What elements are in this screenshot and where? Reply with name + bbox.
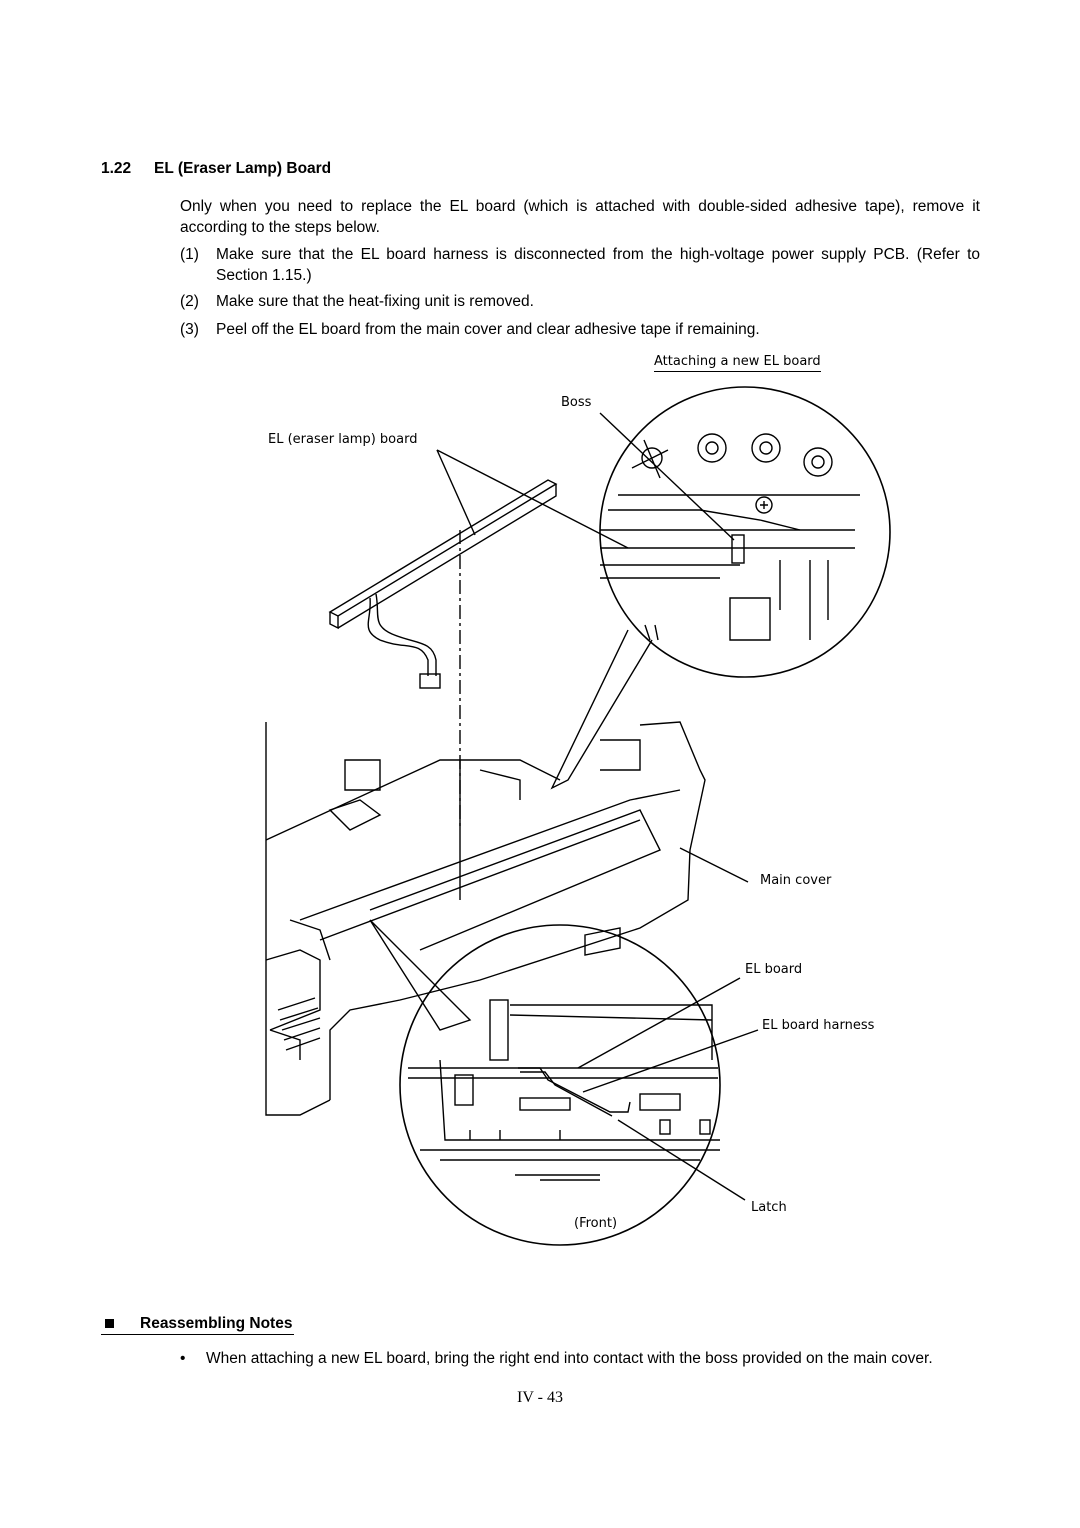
- section-title: EL (Eraser Lamp) Board: [154, 160, 332, 177]
- el-board-drawing: [328, 479, 558, 689]
- label-main-cover: Main cover: [760, 873, 832, 888]
- label-el-board: EL board: [745, 962, 803, 977]
- illustration: [265, 386, 891, 1246]
- boss-detail-circle: [599, 386, 891, 678]
- step-3: (3) Peel off the EL board from the main …: [180, 319, 980, 340]
- step-number: (3): [180, 321, 199, 338]
- step-text: Make sure that the heat-fixing unit is r…: [216, 293, 534, 310]
- label-boss: Boss: [561, 395, 592, 410]
- page-number: IV - 43: [517, 1389, 563, 1406]
- reassembling-notes-heading: Reassembling Notes: [101, 1315, 295, 1335]
- step-text: Peel off the EL board from the main cove…: [216, 321, 760, 338]
- step-text: Make sure that the EL board harness is d…: [216, 246, 980, 284]
- bullet-icon: •: [180, 1350, 186, 1367]
- reassembling-note: • When attaching a new EL board, bring t…: [180, 1348, 980, 1369]
- latch-detail-circle: [399, 924, 721, 1246]
- section-number: 1.22: [101, 160, 132, 177]
- reassembling-title: Reassembling Notes: [140, 1315, 293, 1332]
- intro-paragraph: Only when you need to replace the EL boa…: [180, 198, 980, 236]
- label-el-board-harness: EL board harness: [762, 1018, 875, 1033]
- step-1: (1) Make sure that the EL board harness …: [180, 244, 980, 286]
- section-heading: 1.22 EL (Eraser Lamp) Board: [101, 160, 331, 178]
- el-board-figure: Attaching a new EL board Boss EL (eraser…: [0, 340, 1080, 1300]
- step-number: (2): [180, 293, 199, 310]
- label-front: (Front): [574, 1216, 618, 1231]
- figure-caption: Attaching a new EL board: [654, 354, 821, 372]
- step-2: (2) Make sure that the heat-fixing unit …: [180, 291, 980, 312]
- label-el-eraser-lamp-board: EL (eraser lamp) board: [268, 432, 418, 447]
- square-bullet-icon: [105, 1318, 114, 1328]
- step-number: (1): [180, 246, 199, 263]
- note-text: When attaching a new EL board, bring the…: [206, 1350, 933, 1367]
- main-cover-drawing: [265, 721, 706, 1116]
- label-latch: Latch: [751, 1200, 787, 1215]
